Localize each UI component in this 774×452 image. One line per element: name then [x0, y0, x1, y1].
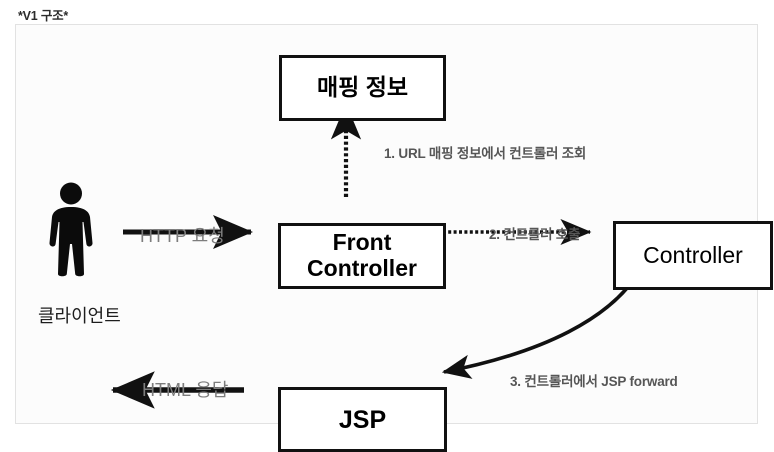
node-controller-label: Controller: [643, 241, 743, 268]
edge-label-jsp-forward: 3. 컨트롤러에서 JSP forward: [510, 374, 678, 389]
node-jsp-label: JSP: [338, 405, 387, 434]
person-icon: [49, 182, 93, 277]
node-front-controller-label-line2: Controller: [307, 255, 417, 281]
node-front-controller-label-line1: Front: [332, 229, 392, 256]
node-controller: Controller: [613, 221, 773, 290]
edge-label-call-controller: 2. 컨트롤러 호출: [489, 227, 581, 242]
edge-label-lookup-controller: 1. URL 매핑 정보에서 컨트롤러 조회: [384, 146, 587, 161]
node-mapping-info-label: 매핑 정보: [316, 74, 409, 101]
node-front-controller: Front Controller: [278, 223, 446, 289]
diagram-panel: 클라이언트 HTTP 요청 HTML 응답 1. URL 매핑 정보에서 컨트롤…: [15, 24, 773, 452]
node-jsp: JSP: [278, 387, 447, 452]
node-mapping-info: 매핑 정보: [279, 55, 446, 121]
node-front-controller-label: Front Controller: [307, 229, 417, 282]
page-title: *V1 구조*: [18, 9, 69, 23]
edge-label-html-response: HTML 응답: [142, 380, 229, 400]
actor-label-client: 클라이언트: [38, 306, 121, 326]
edge-label-http-request: HTTP 요청: [140, 226, 225, 246]
